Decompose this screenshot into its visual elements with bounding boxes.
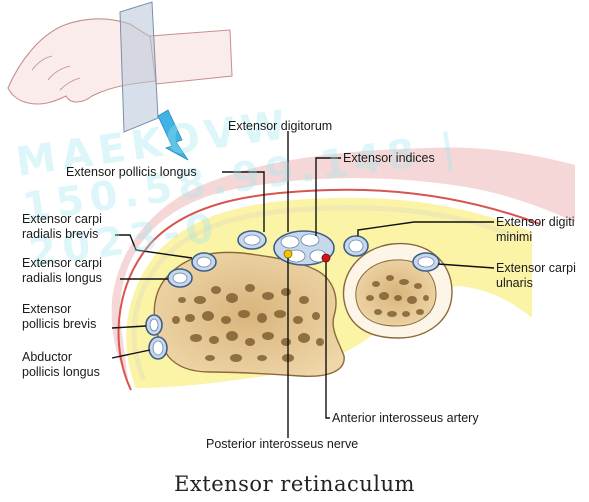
- anterior-interosseus-artery: [322, 254, 330, 262]
- label-extensor-digiti-minimi: Extensor digiti minimi: [496, 215, 575, 245]
- label-extensor-digitorum: Extensor digitorum: [228, 119, 332, 134]
- label-extensor-pollicis-brevis: Extensor pollicis brevis: [22, 302, 96, 332]
- label-extensor-pollicis-longus: Extensor pollicis longus: [66, 165, 197, 180]
- label-extensor-carpi-radialis-longus: Extensor carpi radialis longus: [22, 256, 102, 286]
- figure-caption: Extensor retinaculum: [0, 472, 589, 496]
- label-posterior-interosseus-nerve: Posterior interosseus nerve: [206, 437, 358, 452]
- hand-illustration: [8, 2, 232, 132]
- label-extensor-carpi-ulnaris: Extensor carpi ulnaris: [496, 261, 576, 291]
- label-abductor-pollicis-longus: Abductor pollicis longus: [22, 350, 100, 380]
- posterior-interosseus-nerve: [284, 250, 292, 258]
- label-extensor-indices: Extensor indices: [343, 151, 435, 166]
- label-extensor-carpi-radialis-brevis: Extensor carpi radialis brevis: [22, 212, 102, 242]
- label-anterior-interosseus-artery: Anterior interosseus artery: [332, 411, 479, 426]
